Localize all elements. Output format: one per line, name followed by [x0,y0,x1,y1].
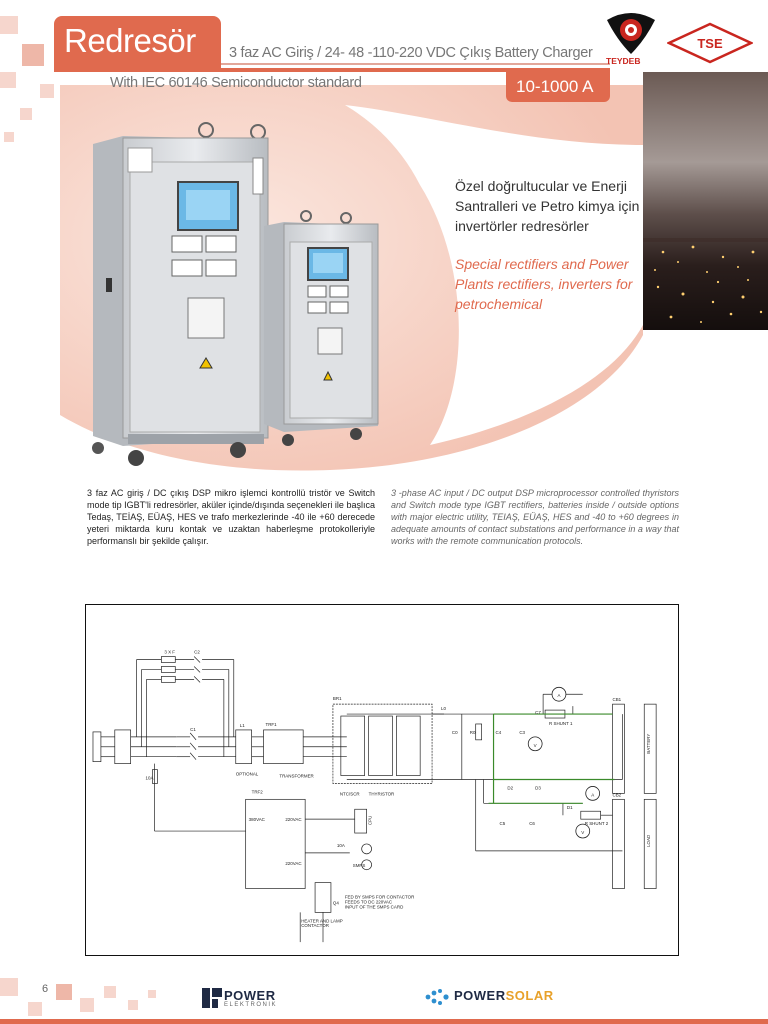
en-description: 3 -phase AC input / DC output DSP microp… [391,488,679,547]
title-banner [54,16,221,70]
decor-square [28,1002,42,1016]
city-photo [643,72,768,330]
diagram-label: INPUT OF THE SMPS CARD [345,904,403,909]
tse-label: TSE [697,36,723,51]
teydeb-logo-icon [607,13,655,54]
tr-description: 3 faz AC giriş / DC çıkış DSP mikro işle… [87,488,375,547]
diagram-label: C1 [190,727,196,732]
diagram-label: BATTERY [646,734,651,754]
diagram-label: OPTIONAL [236,772,259,777]
diagram-label: R SHUNT 2 [585,821,609,826]
decor-square [0,16,18,34]
decor-square [104,986,116,998]
diagram-label: TRANSFORMER [279,774,314,779]
diagram-label: BR1 [333,696,342,701]
diagram-label: LOAD [646,835,651,847]
diagram-label: CPU [368,816,373,825]
decor-square [20,108,32,120]
power-logo-subtext: ELEKTRONIK [224,1002,278,1008]
voltmeter-label: V [534,743,537,748]
powersolar-logo-text: POWERSOLAR [454,988,554,1003]
diagram-label: R0 [470,730,476,735]
decor-square [128,1000,138,1010]
diagram-label: THYRISTOR [369,791,395,796]
diagram-label: TRF2 [252,789,264,794]
diagram-label: C2 [194,650,200,655]
diagram-label: HEATER AND LAMP [301,918,343,923]
power-logo-text: POWER [224,988,276,1003]
decor-square [22,44,44,66]
range-badge-text: 10-1000 A [516,77,594,96]
diagram-label: R SHUNT 1 [549,721,573,726]
diagram-label: C6 [529,821,535,826]
decor-square [148,990,156,998]
sun-icon [425,989,449,1005]
diagram-label: Q4 [333,900,339,905]
diagram-label: CB2 [613,792,622,797]
diagram-label: CONTACTOR [301,923,330,928]
voltmeter-label: V [581,830,584,835]
decor-square [40,84,54,98]
diagram-label: 220VAC [285,817,302,822]
standard-label: With IEC 60146 Semiconductor standard [110,75,362,91]
tse-logo-icon: TSE [667,22,753,64]
range-badge [506,72,610,102]
diagram-label: FED BY SMPS FOR CONTACTOR [345,894,415,899]
header-divider [54,68,610,72]
header-divider [221,63,610,65]
page-title: Redresör [64,22,196,59]
teydeb-label: TEYDEB [606,56,641,66]
diagram-label: L0 [441,706,446,711]
en-heading: Special rectifiers and Power Plants rect… [455,256,633,312]
diagram-label: D1 [567,805,573,810]
decor-square [0,72,16,88]
decor-square [80,998,94,1012]
diagram-label: 10A [146,776,154,781]
power-logo-icon [202,988,222,1008]
diagram-label: FEEDS TO DC 220VAC [345,899,393,904]
diagram-label: D2 [507,785,513,790]
ammeter-label: A [591,792,594,797]
page-subtitle: 3 faz AC Giriş / 24- 48 -110-220 VDC Çık… [229,45,593,61]
diagram-label: 220VAC [285,861,302,866]
tr-heading: Özel doğrultucular ve Enerji Santralleri… [455,178,640,234]
diagram-label: NTC/SCR [340,791,361,796]
diagram-label: SMPS [353,863,366,868]
decor-square [56,984,72,1000]
diagram-label: 380VAC [249,817,266,822]
diagram-label: L1 [240,723,245,728]
ammeter-label: A [557,693,560,698]
diagram-label: TRF1 [265,722,277,727]
powersolar-solar: SOLAR [505,988,554,1003]
circuit-diagram-svg: A V A V 3 X F C2 C1 L1 TRF1 OPTIONAL TRA… [92,650,657,943]
diagram-label: C3 [519,730,525,735]
diagram-label: CB1 [613,697,622,702]
diagram-label: 3 X F [164,650,175,655]
diagram-label: C5 [499,821,505,826]
rectifier-cabinets-image [92,122,379,466]
decor-square [0,978,18,996]
powersolar-power: POWER [454,988,506,1003]
diagram-label: C4 [496,730,502,735]
footer-bar [0,1019,768,1024]
circuit-diagram: A V A V 3 X F C2 C1 L1 TRF1 OPTIONAL TRA… [85,604,679,956]
diagram-label: 10A [337,843,345,848]
diagram-label: D3 [535,785,541,790]
page-number: 6 [42,983,49,995]
decor-square [4,132,14,142]
diagram-label: C0 [452,730,458,735]
diagram-label: C7 [535,710,541,715]
